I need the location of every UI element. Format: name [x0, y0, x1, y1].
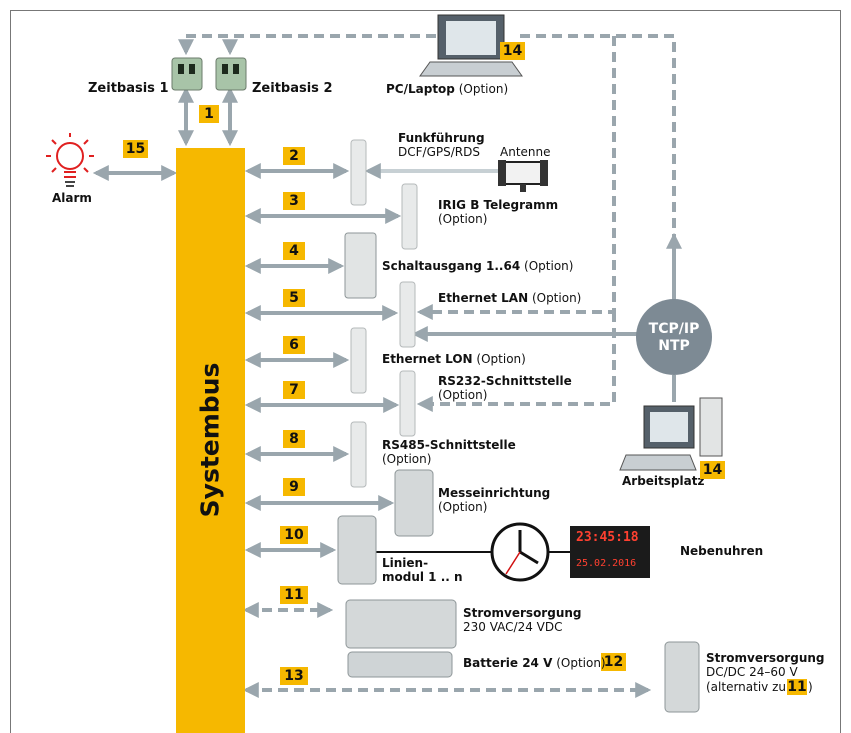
tcpip-node: [636, 299, 712, 375]
badge-6: 6: [283, 336, 305, 354]
badge-8: 8: [283, 430, 305, 448]
module-arrows: [244, 163, 402, 558]
rs485-title: RS485-Schnittstelle: [382, 438, 516, 452]
funkfuehrung-title: Funkführung: [398, 131, 485, 145]
alarm-bulb-base-icon: [65, 181, 75, 187]
linienmodul-label: Linien-modul 1 .. n: [382, 556, 463, 584]
stromversorgung-230-sub: 230 VAC/24 VDC: [463, 620, 563, 634]
stromversorgung-230-title: Stromversorgung: [463, 606, 582, 620]
zeitbasis-1-label: Zeitbasis 1: [88, 81, 169, 96]
messeinrichtung-option: (Option): [438, 500, 488, 514]
rs485-label: RS485-Schnittstelle(Option): [382, 438, 516, 466]
alt-note-prefix: (alternativ zu: [706, 680, 786, 694]
badge-11-alt: 11: [787, 679, 807, 695]
zeitbasis-1-device: [171, 57, 203, 91]
badge-14-pc: 14: [500, 42, 525, 60]
badge-1: 1: [199, 105, 219, 123]
batterie-option: (Option): [556, 656, 606, 670]
rs232-label: RS232-Schnittstelle(Option): [438, 374, 572, 402]
schaltausgang-title: Schaltausgang 1..64: [382, 259, 521, 273]
funkfuehrung-sub: DCF/GPS/RDS: [398, 145, 480, 159]
irig-option: (Option): [438, 212, 488, 226]
tcpip-line1: TCP/IP: [648, 321, 700, 337]
badge-4: 4: [283, 242, 305, 260]
irig-title: IRIG B Telegramm: [438, 198, 559, 212]
irig-label: IRIG B Telegramm(Option): [438, 198, 558, 226]
schaltausgang-option: (Option): [524, 259, 574, 273]
antenne-label: Antenne: [500, 145, 551, 159]
badge-9: 9: [283, 478, 305, 496]
badge-5: 5: [283, 289, 305, 307]
zeitbasis-2-device: [215, 57, 247, 91]
badge-7: 7: [283, 381, 305, 399]
antenna-icon: [498, 160, 548, 192]
module-cards: [337, 139, 700, 713]
messeinrichtung-label: Messeinrichtung(Option): [438, 486, 550, 514]
badge-14-arbeitsplatz: 14: [700, 461, 725, 479]
ethernet-lan-title: Ethernet LAN: [438, 291, 529, 305]
network-dashed-lines: [178, 34, 676, 698]
batterie-label: Batterie 24 V (Option): [463, 656, 606, 670]
stromversorgung-dcdc-title: Stromversorgung: [706, 651, 825, 665]
ethernet-lan-label: Ethernet LAN (Option): [438, 291, 581, 305]
rs485-option: (Option): [382, 452, 432, 466]
digital-date: 25.02.2016: [576, 558, 637, 569]
arbeitsplatz-label: Arbeitsplatz: [622, 474, 705, 488]
stromversorgung-dcdc-sub: DC/DC 24–60 V: [706, 665, 798, 679]
linienmodul-sub: modul 1 .. n: [382, 570, 463, 584]
alt-note-suffix: ): [808, 680, 813, 694]
alarm-label: Alarm: [52, 191, 92, 205]
workstation-icon: [619, 397, 723, 471]
pc-laptop-option: (Option): [458, 82, 509, 96]
badge-13: 13: [280, 667, 308, 685]
nebenuhren-label: Nebenuhren: [680, 544, 764, 558]
ethernet-lon-option: (Option): [476, 352, 526, 366]
ethernet-lon-label: Ethernet LON (Option): [382, 352, 526, 366]
station-clock-icon: [490, 522, 550, 582]
badge-10: 10: [280, 526, 308, 544]
zeitbasis-2-label: Zeitbasis 2: [252, 81, 333, 96]
rs232-option: (Option): [438, 388, 488, 402]
tcpip-line2: NTP: [658, 338, 690, 354]
network-solid-lines: [92, 86, 682, 402]
ethernet-lan-option: (Option): [531, 291, 582, 305]
systembus-bar: [176, 148, 245, 733]
digital-clock-display: [570, 526, 650, 578]
pc-laptop-label: PC/Laptop (Option): [386, 82, 508, 96]
laptop-icon: [419, 14, 523, 77]
badge-2: 2: [283, 147, 305, 165]
batterie-title: Batterie 24 V: [463, 656, 553, 670]
digital-time: 23:45:18: [576, 530, 639, 545]
diagram-frame: [10, 10, 841, 733]
systembus-label: Systembus: [195, 362, 225, 518]
badge-3: 3: [283, 192, 305, 210]
linienmodul-title: Linien-: [382, 556, 429, 570]
pc-laptop-title: PC/Laptop: [386, 82, 455, 96]
badge-11: 11: [280, 586, 308, 604]
badge-12: 12: [601, 653, 626, 671]
alarm-bulb-icon: [46, 133, 94, 178]
rs232-title: RS232-Schnittstelle: [438, 374, 572, 388]
badge-15: 15: [123, 140, 148, 158]
ethernet-lon-title: Ethernet LON: [382, 352, 473, 366]
messeinrichtung-title: Messeinrichtung: [438, 486, 551, 500]
schaltausgang-label: Schaltausgang 1..64 (Option): [382, 259, 573, 273]
